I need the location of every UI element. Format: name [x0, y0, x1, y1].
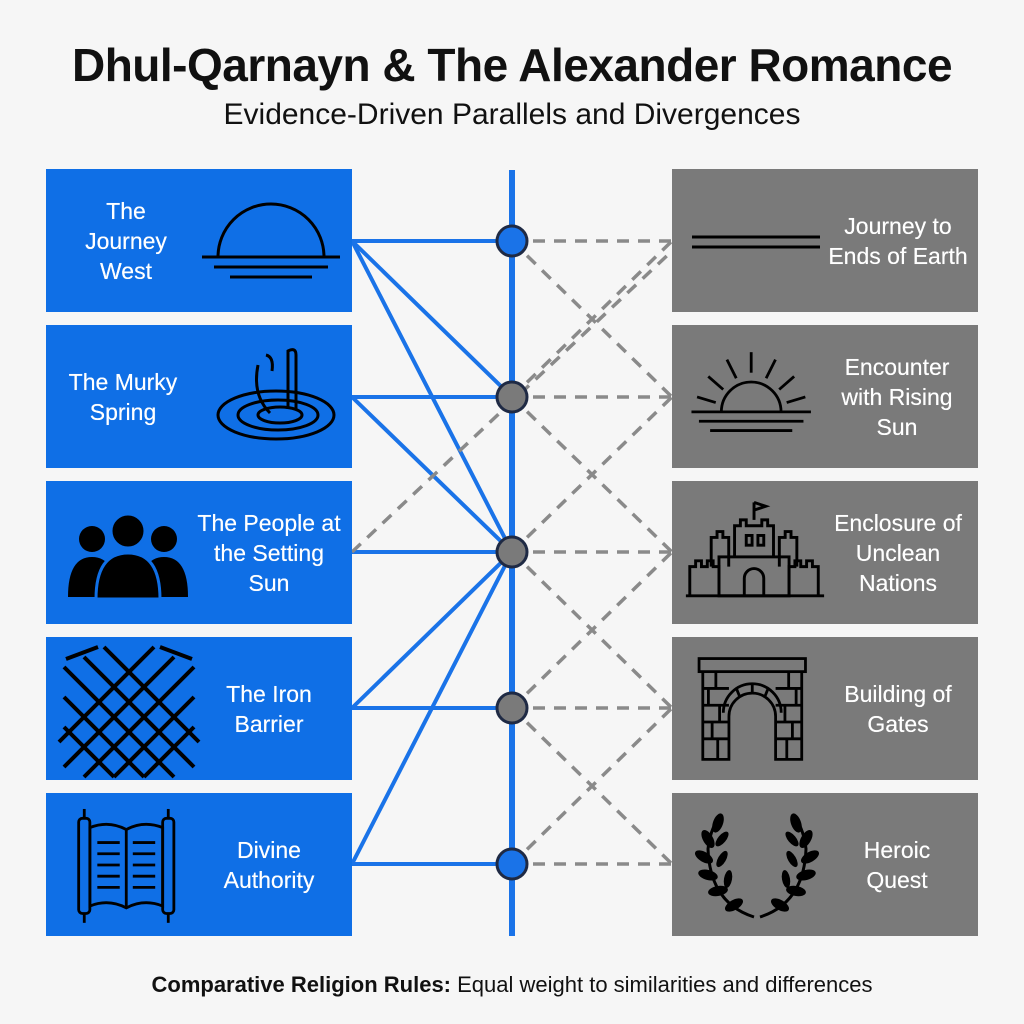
left-card-divine-authority[interactable]: Divine Authority — [46, 793, 352, 936]
dashed-link — [510, 395, 674, 554]
left-card-label: The People at the Setting Sun — [197, 509, 341, 596]
right-card-label: Encounter with Rising Sun — [841, 353, 953, 440]
axis-node-4 — [495, 691, 529, 725]
left-card-murky-spring[interactable]: The Murky Spring — [46, 325, 352, 468]
axis-node-5 — [495, 847, 529, 881]
right-card-label: Building of Gates — [844, 680, 952, 737]
dashed-link — [510, 706, 674, 866]
right-card-rising-sun[interactable]: Encounter with Rising Sun — [672, 325, 978, 468]
left-card-label: The Murky Spring — [68, 368, 178, 425]
solid-link-diagonal — [350, 240, 514, 553]
footer-note: Comparative Religion Rules: Equal weight… — [0, 972, 1024, 998]
people-icon — [68, 512, 188, 601]
right-card-label: Heroic Quest — [863, 836, 931, 893]
solid-link-diagonal — [350, 395, 514, 554]
axis-node-2 — [495, 380, 529, 414]
dashed-link — [510, 395, 674, 554]
right-card-unclean-nations[interactable]: Enclosure of Unclean Nations — [672, 481, 978, 624]
dashed-link — [510, 706, 674, 866]
setting-sun-icon — [202, 202, 340, 279]
left-card-label: Divine Authority — [223, 836, 315, 893]
laurel-wreath-icon — [694, 813, 820, 919]
right-card-building-gates[interactable]: Building of Gates — [672, 637, 978, 780]
right-card-heroic-quest[interactable]: Heroic Quest — [672, 793, 978, 936]
axis-node-3 — [495, 535, 529, 569]
solid-link-diagonal — [350, 551, 514, 865]
dashed-link — [510, 550, 674, 710]
dashed-link — [510, 239, 674, 399]
dashed-link — [510, 550, 674, 710]
right-card-label: Enclosure of Unclean Nations — [834, 509, 962, 596]
left-card-iron-barrier[interactable]: The Iron Barrier — [46, 637, 352, 780]
castle-icon — [685, 500, 825, 598]
horizon-lines-icon — [692, 235, 820, 249]
footer-note-bold: Comparative Religion Rules: — [151, 972, 452, 997]
left-card-label: The Iron Barrier — [226, 680, 312, 737]
arch-gate-icon — [697, 657, 807, 761]
right-card-label: Journey to Ends of Earth — [828, 212, 968, 269]
axis-node-1 — [495, 224, 529, 258]
dashed-link — [510, 239, 674, 399]
solid-link-diagonal — [350, 550, 514, 710]
right-card-ends-of-earth[interactable]: Journey to Ends of Earth — [672, 169, 978, 312]
left-card-label: The Journey West — [85, 197, 167, 284]
solid-link-diagonal — [350, 239, 514, 399]
rising-sun-icon — [691, 352, 811, 432]
page-title: Dhul-Qarnayn & The Alexander Romance — [71, 39, 953, 91]
dashed-link — [350, 249, 674, 554]
scroll-icon — [77, 808, 176, 923]
spring-icon — [216, 348, 336, 441]
iron-lattice-icon — [57, 645, 201, 779]
left-card-journey-west[interactable]: The Journey West — [46, 169, 352, 312]
left-card-people-setting-sun[interactable]: The People at the Setting Sun — [46, 481, 352, 624]
footer-note-text: Equal weight to similarities and differe… — [451, 972, 873, 997]
page-subtitle: Evidence-Driven Parallels and Divergence… — [223, 98, 801, 131]
